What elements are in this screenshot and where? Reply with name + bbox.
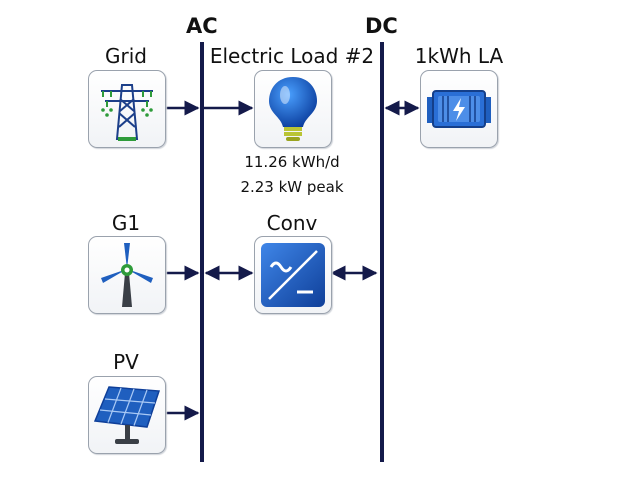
pv-label: PV	[113, 350, 139, 374]
converter-tile[interactable]	[254, 236, 332, 314]
ac-bus-label: AC	[186, 14, 218, 38]
pv-tile[interactable]	[88, 376, 166, 454]
battery-tile[interactable]	[420, 70, 498, 148]
load-label: Electric Load #2	[209, 44, 375, 68]
ac-bus-line	[200, 42, 204, 462]
converter-icon	[261, 243, 325, 307]
generator-tile[interactable]	[88, 236, 166, 314]
battery-label: 1kWh LA	[414, 44, 504, 68]
electric-load-tile[interactable]	[254, 70, 332, 148]
converter-label: Conv	[266, 211, 318, 235]
wind-turbine-icon	[101, 243, 153, 307]
grid-tile[interactable]	[88, 70, 166, 148]
load-energy-text: 11.26 kWh/d	[244, 153, 340, 171]
dc-bus-label: DC	[365, 14, 398, 38]
dc-bus-line	[380, 42, 384, 462]
solar-panel-icon	[93, 386, 161, 444]
light-bulb-icon	[269, 77, 317, 141]
battery-icon	[427, 90, 491, 128]
power-tower-icon	[101, 84, 153, 141]
generator-label: G1	[111, 211, 141, 235]
grid-label: Grid	[105, 44, 147, 68]
load-peak-text: 2.23 kW peak	[240, 178, 344, 196]
